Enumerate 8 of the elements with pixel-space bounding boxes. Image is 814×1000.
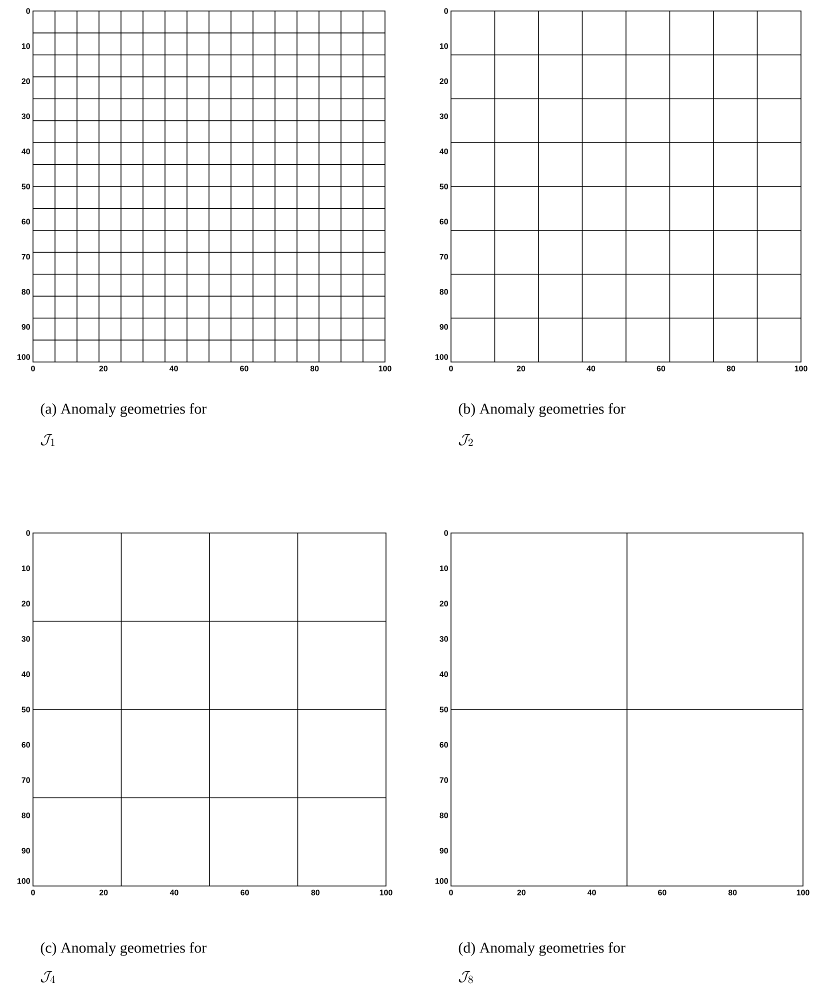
figure-caption: (b) Anomaly geometries for [458, 403, 626, 417]
caption-formula: $\mathcal{J}_2$ [458, 434, 473, 446]
caption-formula: $\mathcal{J}_1$ [40, 434, 54, 446]
figure-caption: (c) Anomaly geometries for [40, 942, 206, 956]
caption-formula: $\mathcal{J}_8$ [458, 971, 473, 984]
figure-caption: (a) Anomaly geometries for [40, 403, 206, 417]
figure-caption: (d) Anomaly geometries for [458, 942, 626, 956]
caption-formula: $\mathcal{J}_4$ [40, 971, 56, 983]
